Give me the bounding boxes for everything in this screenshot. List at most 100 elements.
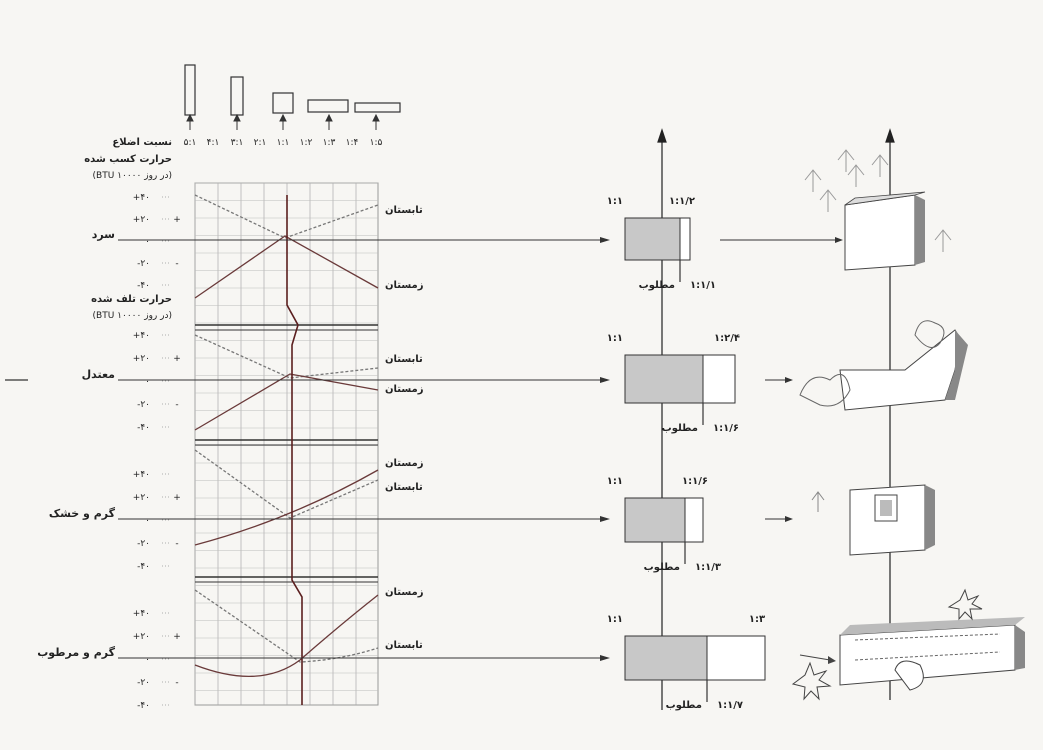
y-tick-label: +۲۰ [133,215,150,225]
optimum-line [286,195,303,705]
box-left-ratio: ۱:۱ [607,196,623,207]
optimal-label: مطلوب [644,562,680,573]
winter-label: زمستان [385,587,424,598]
aspect-ratio-label: نسبت اضلاع [112,137,172,148]
heat-gained-label: حرارت کسب شده [84,154,172,165]
summer-label: تابستان [385,640,423,651]
ratio-label: ۲:۱ [254,138,267,148]
building-cold [804,149,952,271]
plus-sign: + [173,215,181,225]
ratio-box-extension [702,354,736,404]
climate-name: گرم و خشک [49,507,116,520]
y-tick-label: ۰ [145,516,150,526]
central-axis [657,128,667,710]
plus-sign: + [173,354,181,364]
box-left-ratio: ۱:۱ [607,614,623,625]
plus-sign: + [173,493,181,503]
y-tick-label: -۴۰ [137,423,150,433]
ratio-label: ۵:۱ [184,138,197,148]
curves [194,194,379,678]
building-sketches [791,149,1025,701]
building-arrowhead [785,516,793,522]
y-tick-label: ۰ [145,237,150,247]
summer-curve-hot-dry [194,449,379,519]
climate-name: معتدل [82,368,115,381]
winter-label: زمستان [385,384,424,395]
ratio-label: ۱:۵ [370,138,383,148]
ratio-box-extension [684,497,704,543]
ratio-label: ۴:۱ [207,138,220,148]
y-tick-label: +۴۰ [133,470,150,480]
summer-curve-hot-humid [194,589,379,663]
ratio-boxes: ۱:۱ ۱:۱/۲ مطلوب ۱:۱/۱ ۱:۱ ۱:۲/۴ مطلوب ۱:۱/۶ ۱:۱ ۱… [118,196,843,711]
box-right-ratio: ۱:۲/۴ [714,333,740,344]
y-tick-label: -۲۰ [137,678,150,688]
building-arrowhead [785,377,793,383]
optimal-ratio: ۱:۱/۱ [690,280,716,291]
baseline-arrowhead [600,655,610,661]
optimal-ratio: ۱:۱/۷ [717,700,743,711]
box-left-ratio: ۱:۱ [607,333,623,344]
proportion-shape-3-1 [230,76,244,116]
heat-gained-units: (BTU ۱۰۰۰۰ در روز) [93,171,172,181]
winter-curve-cold [194,235,379,299]
climate-name: گرم و مرطوب [37,646,115,659]
y-tick-label: -۴۰ [137,281,150,291]
ratio-label: ۱:۴ [346,138,359,148]
ratio-box-extension [679,217,691,261]
y-tick-label: -۲۰ [137,539,150,549]
winter-curve-hot-dry [194,469,379,546]
chart-grid [194,182,379,706]
y-tick-label: -۲۰ [137,259,150,269]
plus-sign: + [173,632,181,642]
panel-labels: +۴۰+۲۰۰-۲۰-۴۰+-سردتابستانزمستان+۴۰+۲۰۰-۲… [37,193,424,711]
summer-label: تابستان [385,354,423,365]
optimal-ratio: ۱:۱/۶ [713,423,739,434]
heat-lost-units: (BTU ۱۰۰۰۰ در روز) [93,311,172,321]
y-tick-label: -۴۰ [137,701,150,711]
y-tick-label: ۰ [145,655,150,665]
baseline-arrowhead [600,237,610,243]
ratio-label: ۱:۳ [323,138,336,148]
y-tick-label: +۴۰ [133,609,150,619]
summer-label: تابستان [385,205,423,216]
ratio-box-extension [706,635,766,681]
winter-label: زمستان [385,280,424,291]
y-tick-label: +۲۰ [133,354,150,364]
optimal-label: مطلوب [666,700,702,711]
y-tick-label: +۴۰ [133,331,150,341]
summer-label: تابستان [385,482,423,493]
proportion-shape-1-3 [307,99,349,113]
optimal-label: مطلوب [662,423,698,434]
building-hot-dry [811,484,935,556]
winter-label: زمستان [385,458,424,469]
building-temperate [799,320,968,411]
box-left-ratio: ۱:۱ [607,476,623,487]
minus-sign: - [175,259,178,269]
summer-curve-cold [194,194,379,239]
proportion-shapes [184,64,401,116]
box-right-ratio: ۱:۱/۶ [682,476,708,487]
ratio-box-square [624,497,686,543]
heat-lost-label: حرارت تلف شده [91,294,172,305]
proportion-shape-1-5 [354,102,401,113]
ratio-label: ۱:۲ [300,138,313,148]
winter-curve-hot-humid [194,594,379,678]
minus-sign: - [175,400,178,410]
summer-curve-temperate [194,334,379,379]
optimal-label: مطلوب [639,280,675,291]
baseline-arrowhead [600,377,610,383]
ratio-box-square [624,354,704,404]
baseline-arrowhead [600,516,610,522]
box-right-ratio: ۱:۳ [749,614,765,625]
ratio-label: ۱:۱ [277,138,290,148]
optimal-ratio: ۱:۱/۳ [695,562,721,573]
y-tick-label: ۰ [145,377,150,387]
minus-sign: - [175,678,178,688]
ratio-box-square [624,217,681,261]
proportion-arrows [186,113,380,130]
y-tick-label: +۴۰ [133,193,150,203]
box-right-ratio: ۱:۱/۲ [669,196,695,207]
